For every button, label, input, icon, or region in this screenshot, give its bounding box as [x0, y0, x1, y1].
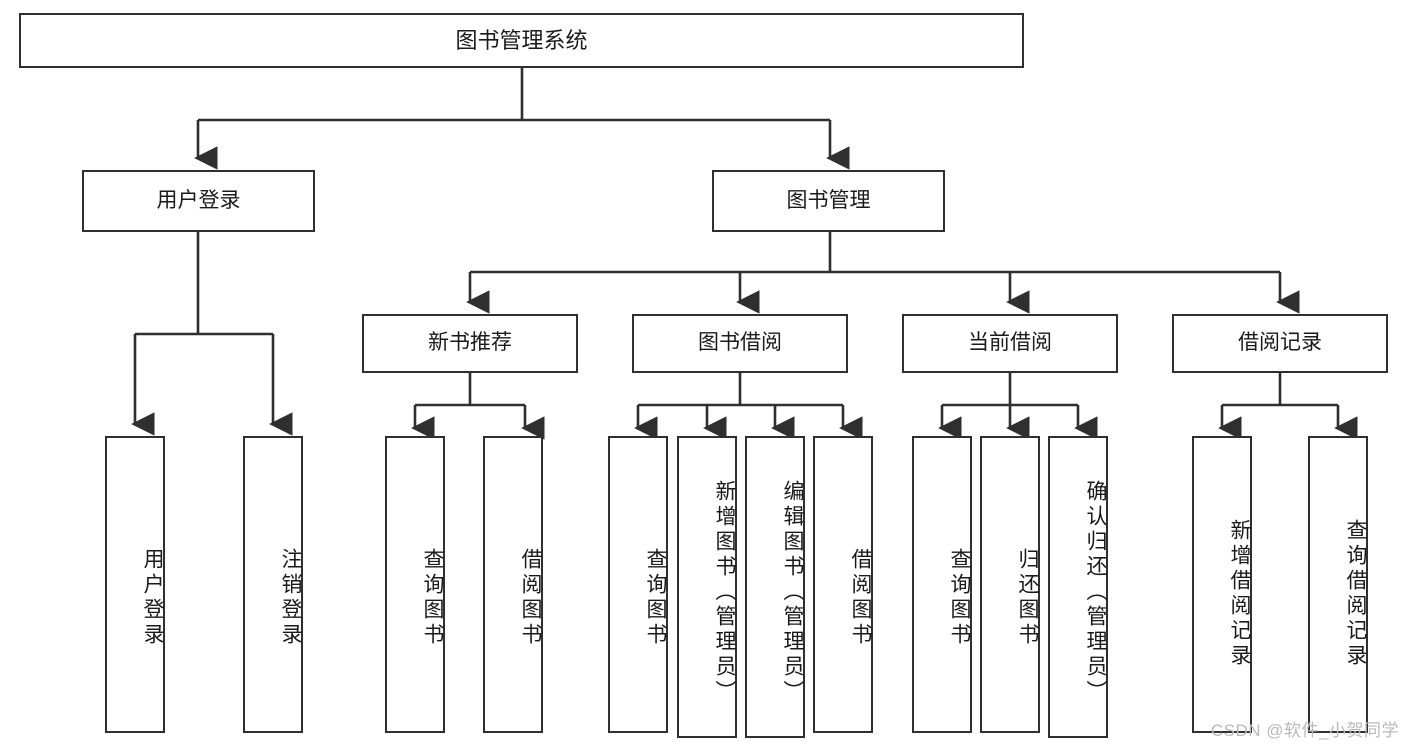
- leaf-user-login-label: 用户登录: [141, 547, 164, 648]
- leaf-borrow-borrow-book-label: 借阅图书: [849, 547, 872, 648]
- node-user-login-label: 用户登录: [156, 188, 241, 212]
- leaf-user-logout-label: 注销登录: [279, 547, 302, 648]
- leaf-user-logout[interactable]: 注销登录: [243, 436, 303, 733]
- leaf-recommend-query-book[interactable]: 查询图书: [385, 436, 445, 733]
- leaf-current-confirm-return-label: 确认归还（管理员）: [1084, 479, 1107, 705]
- leaf-current-confirm-return[interactable]: 确认归还（管理员）: [1048, 436, 1108, 738]
- node-book-management[interactable]: 图书管理: [712, 170, 945, 232]
- node-borrow-record[interactable]: 借阅记录: [1172, 314, 1388, 373]
- leaf-borrow-borrow-book[interactable]: 借阅图书: [813, 436, 873, 733]
- leaf-recommend-borrow-book[interactable]: 借阅图书: [483, 436, 543, 733]
- leaf-user-login[interactable]: 用户登录: [105, 436, 165, 733]
- node-book-management-label: 图书管理: [786, 188, 871, 212]
- leaf-borrow-edit-book[interactable]: 编辑图书（管理员）: [745, 436, 805, 738]
- node-current-borrow-label: 当前借阅: [968, 331, 1052, 355]
- node-book-borrow[interactable]: 图书借阅: [632, 314, 848, 373]
- leaf-borrow-query-book[interactable]: 查询图书: [608, 436, 668, 733]
- node-new-book-recommend[interactable]: 新书推荐: [362, 314, 578, 373]
- leaf-borrow-query-book-label: 查询图书: [644, 547, 667, 648]
- node-book-borrow-label: 图书借阅: [698, 331, 782, 355]
- leaf-record-query-label: 查询借阅记录: [1344, 518, 1367, 669]
- leaf-current-query-book-label: 查询图书: [948, 547, 971, 648]
- leaf-recommend-query-book-label: 查询图书: [421, 547, 444, 648]
- leaf-recommend-borrow-book-label: 借阅图书: [519, 547, 542, 648]
- node-borrow-record-label: 借阅记录: [1238, 331, 1322, 355]
- leaf-borrow-add-book[interactable]: 新增图书（管理员）: [677, 436, 737, 738]
- leaf-record-query[interactable]: 查询借阅记录: [1308, 436, 1368, 733]
- leaf-record-add-label: 新增借阅记录: [1228, 518, 1251, 669]
- leaf-borrow-add-book-label: 新增图书（管理员）: [713, 479, 736, 705]
- watermark-text: CSDN @软件_小贺同学: [1210, 721, 1399, 740]
- leaf-current-query-book[interactable]: 查询图书: [912, 436, 972, 733]
- node-root-label: 图书管理系统: [455, 27, 588, 53]
- leaf-current-return-book-label: 归还图书: [1016, 547, 1039, 648]
- leaf-record-add[interactable]: 新增借阅记录: [1192, 436, 1252, 733]
- leaf-borrow-edit-book-label: 编辑图书（管理员）: [781, 479, 804, 705]
- node-current-borrow[interactable]: 当前借阅: [902, 314, 1118, 373]
- node-new-book-recommend-label: 新书推荐: [428, 331, 512, 355]
- leaf-current-return-book[interactable]: 归还图书: [980, 436, 1040, 733]
- node-root[interactable]: 图书管理系统: [19, 13, 1024, 68]
- node-user-login[interactable]: 用户登录: [82, 170, 315, 232]
